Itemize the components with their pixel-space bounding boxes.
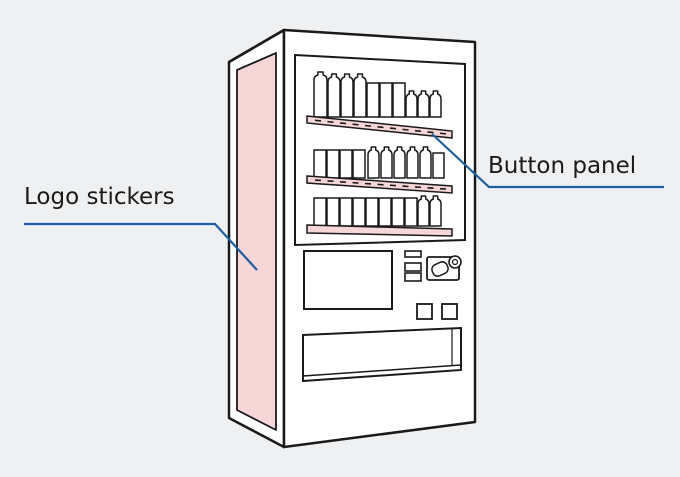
selection-button (439, 132, 447, 135)
can (339, 197, 353, 227)
callout-lines (24, 133, 664, 271)
can (339, 149, 353, 179)
coin-slot-a (404, 262, 422, 272)
machine-side-panel (227, 28, 286, 449)
bottle (393, 146, 406, 179)
bottle (380, 146, 393, 179)
bottle (429, 195, 442, 227)
can (352, 149, 366, 179)
can (378, 197, 392, 227)
can (326, 149, 340, 179)
coin-return-right (441, 303, 458, 320)
coin-return-left (416, 303, 433, 320)
selection-button (414, 129, 422, 133)
logo-sticker (236, 52, 277, 431)
product-display (306, 71, 453, 237)
coin-slot-b (404, 272, 422, 282)
selection-button (427, 131, 434, 134)
logo-stickers-label: Logo stickers (24, 184, 175, 210)
can (366, 82, 380, 118)
can (392, 82, 406, 118)
selection-button (377, 125, 384, 129)
selection-button (352, 123, 359, 126)
can (404, 197, 418, 227)
bottle (353, 73, 367, 118)
selection-button (402, 128, 409, 131)
can (313, 197, 327, 227)
can (432, 152, 445, 179)
selection-button (364, 124, 372, 127)
bottle (429, 90, 442, 118)
can (365, 197, 379, 227)
can (352, 197, 366, 227)
bottle (419, 146, 432, 179)
selection-button (314, 119, 322, 122)
can (313, 149, 327, 179)
bottle (340, 73, 354, 118)
bottle (417, 195, 430, 227)
can (326, 197, 340, 227)
bottle (313, 71, 328, 118)
button-panel-label: Button panel (488, 153, 637, 179)
info-screen (303, 250, 393, 310)
bottle (405, 90, 418, 118)
selection-button (389, 127, 397, 130)
bottle (417, 90, 430, 118)
control-area (302, 250, 462, 383)
logo-callout-line (24, 222, 258, 271)
button-callout-line (431, 133, 664, 189)
can (379, 82, 393, 118)
bottle (367, 146, 380, 179)
bill-slot-top (404, 250, 422, 258)
selection-button (327, 120, 334, 124)
bottle (327, 73, 341, 118)
selection-button (339, 122, 347, 125)
button-panel-shelf (306, 224, 453, 237)
can (391, 197, 405, 227)
bottle (406, 146, 419, 179)
